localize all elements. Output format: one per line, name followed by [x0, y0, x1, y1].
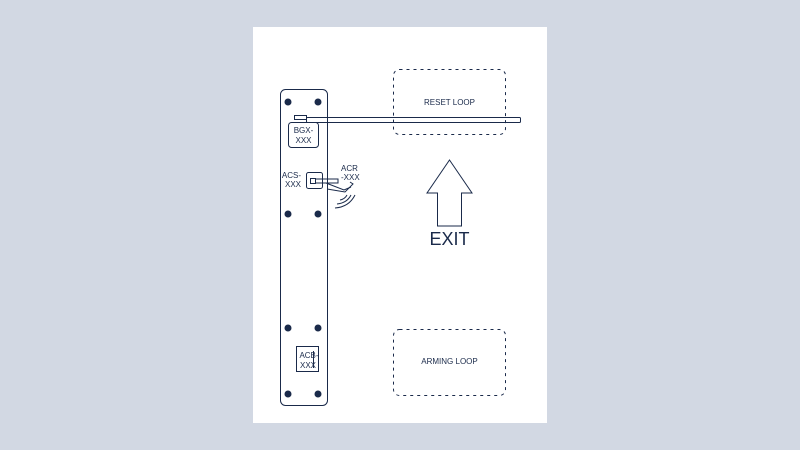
- diagram-paper: [253, 27, 547, 423]
- arming-loop: ARMING LOOP: [393, 329, 506, 396]
- gate-island: [280, 89, 328, 406]
- mount-dot: [314, 98, 322, 106]
- acs-reader: ACS- XXX: [282, 171, 323, 189]
- mount-dot: [284, 98, 292, 106]
- acr-antenna: ACR -XXX: [315, 164, 360, 193]
- wireless-signal-icon: [334, 194, 356, 209]
- bgx-label-2: XXX: [295, 136, 312, 145]
- acb-label-1: ACB-: [299, 351, 318, 360]
- up-arrow-icon: [426, 159, 473, 227]
- arming-loop-label: ARMING LOOP: [421, 357, 477, 366]
- mount-dot: [314, 210, 322, 218]
- mount-dot: [284, 210, 292, 218]
- acs-label-2: XXX: [285, 180, 302, 189]
- mount-dot: [284, 390, 292, 398]
- reset-loop: RESET LOOP: [393, 69, 506, 135]
- mount-dot: [314, 390, 322, 398]
- acr-label-2: -XXX: [341, 173, 360, 182]
- mount-dot: [284, 324, 292, 332]
- bgx-box: BGX- XXX: [288, 122, 319, 148]
- acb-box: ACB- XXX: [296, 346, 319, 372]
- mount-dot: [314, 324, 322, 332]
- acr-label-1: ACR: [341, 164, 358, 173]
- exit-label: EXIT: [429, 229, 469, 249]
- bgx-label-1: BGX-: [294, 126, 314, 135]
- acb-label-2: XXX: [300, 361, 317, 370]
- acs-label-1: ACS-: [282, 171, 301, 180]
- reset-loop-label: RESET LOOP: [424, 98, 475, 107]
- gate-arm: [294, 115, 521, 123]
